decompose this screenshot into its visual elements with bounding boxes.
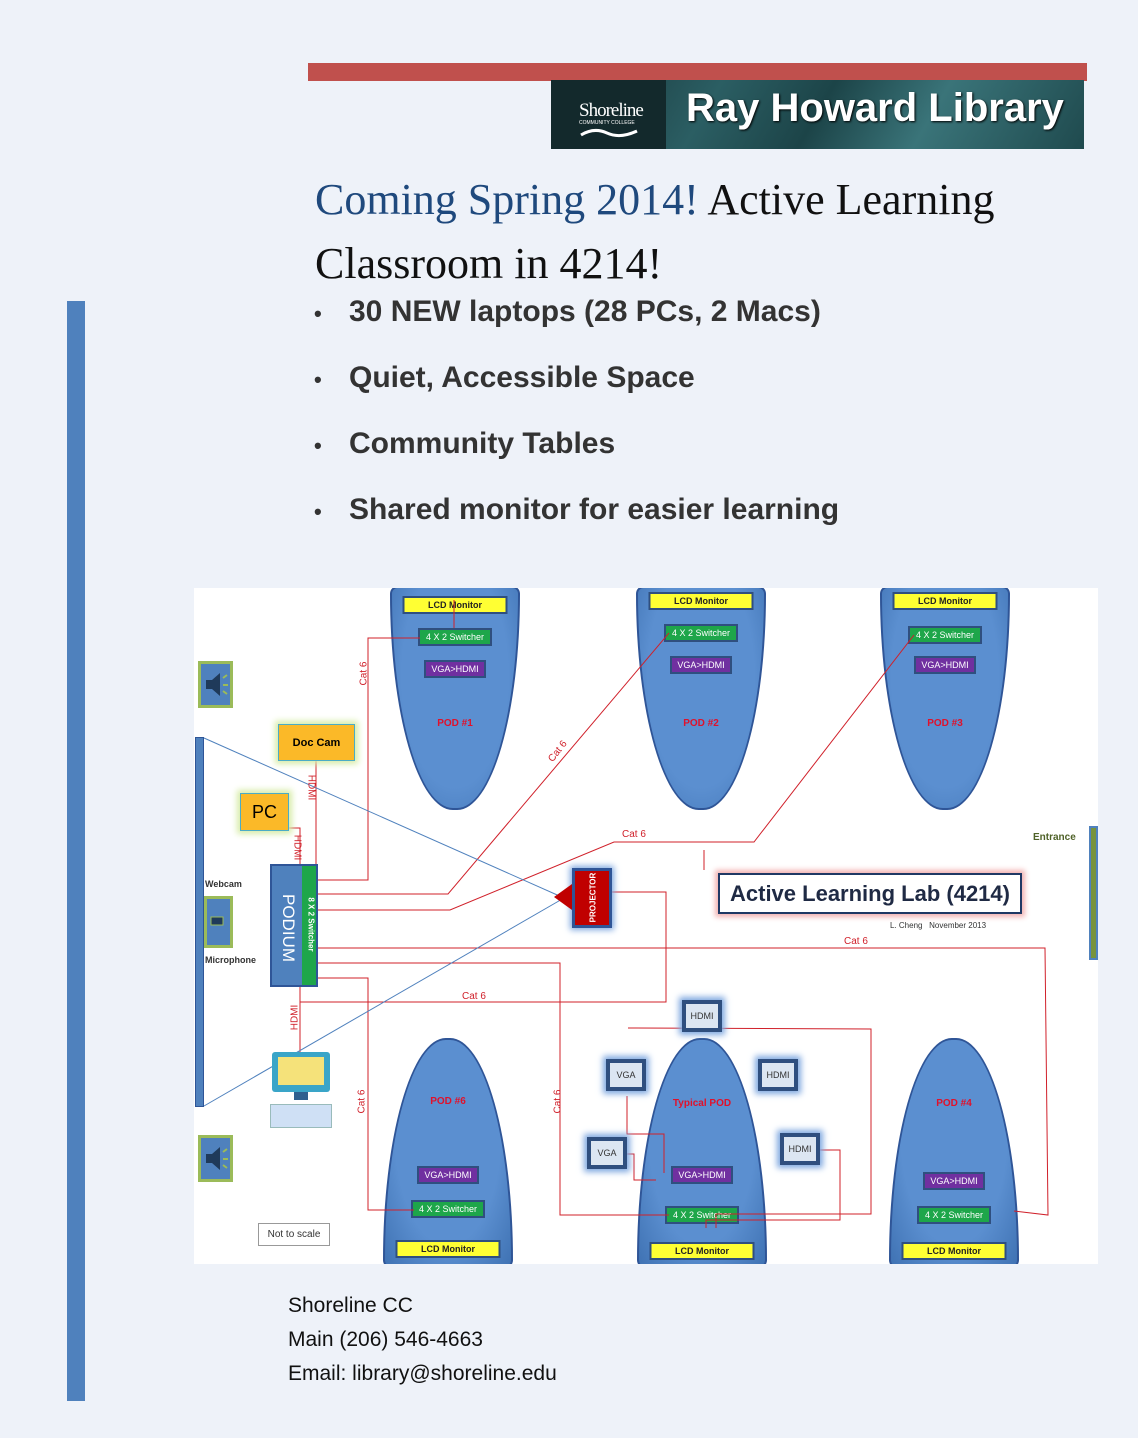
- bullet-item: •Quiet, Accessible Space: [314, 361, 695, 394]
- header-red-bar: [308, 63, 1087, 81]
- diagram-credit: L. Cheng November 2013: [890, 921, 987, 930]
- hdmi-port: HDMI: [780, 1133, 820, 1165]
- hdmi-port: HDMI: [758, 1059, 798, 1091]
- vga-port: VGA: [606, 1059, 646, 1091]
- cable-label: HDMI: [305, 774, 317, 801]
- library-banner: Shoreline COMMUNITY COLLEGE Ray Howard L…: [551, 80, 1084, 149]
- cable-label: Cat 6: [358, 661, 370, 686]
- projector-arrow-icon: [554, 884, 572, 910]
- bullet-item: •Shared monitor for easier learning: [314, 493, 840, 526]
- logo-wave-icon: [580, 128, 638, 138]
- computer-icon: [270, 1052, 332, 1130]
- vga-port: VGA: [587, 1137, 627, 1169]
- doc-cam: Doc Cam: [278, 724, 355, 761]
- shoreline-logo: Shoreline COMMUNITY COLLEGE: [551, 80, 666, 149]
- cable-label: HDMI: [289, 1004, 301, 1031]
- speaker-icon: [198, 1135, 233, 1182]
- pc: PC: [240, 793, 289, 831]
- classroom-diagram: LCD Monitor 4 X 2 Switcher VGA>HDMI POD …: [194, 588, 1098, 1264]
- entrance-door: [1089, 826, 1098, 960]
- banner-title: Ray Howard Library: [686, 86, 1064, 130]
- title-highlight: Coming Spring 2014!: [315, 175, 699, 224]
- webcam-label: Webcam: [205, 879, 242, 889]
- cable-label: Cat 6: [622, 829, 646, 840]
- cable-label: Cat 6: [844, 936, 868, 947]
- contact-footer: Shoreline CC Main (206) 546-4663 Email: …: [288, 1289, 557, 1391]
- entrance-label: Entrance: [1033, 832, 1076, 843]
- page-title: Coming Spring 2014! Active Learning Clas…: [315, 168, 1075, 296]
- diagram-title: Active Learning Lab (4214): [718, 873, 1022, 914]
- footer-name: Shoreline CC: [288, 1294, 413, 1317]
- hdmi-port: HDMI: [682, 1000, 722, 1032]
- left-accent-bar: [67, 301, 85, 1401]
- title-rest: Active Learning Classroom in 4214!: [315, 175, 995, 288]
- webcam-icon: [204, 896, 233, 948]
- footer-email[interactable]: Email: library@shoreline.edu: [288, 1362, 557, 1385]
- bullet-item: •Community Tables: [314, 427, 616, 460]
- not-to-scale-label: Not to scale: [258, 1223, 330, 1246]
- footer-phone: Main (206) 546-4663: [288, 1328, 483, 1351]
- bullet-item: •30 NEW laptops (28 PCs, 2 Macs): [314, 295, 821, 328]
- podium: PODIUM 8 X 2 Switcher: [270, 864, 318, 987]
- cable-label: Cat 6: [552, 1089, 564, 1114]
- microphone-label: Microphone: [205, 955, 256, 965]
- logo-subtext: COMMUNITY COLLEGE: [579, 120, 635, 126]
- logo-text: Shoreline: [579, 100, 644, 121]
- cable-label: Cat 6: [356, 1089, 368, 1114]
- cable-lines: [203, 600, 1049, 1228]
- podium-switcher: 8 X 2 Switcher: [302, 866, 316, 985]
- projector: PROJECTOR: [572, 868, 612, 928]
- speaker-icon: [198, 661, 233, 708]
- cable-label: HDMI: [291, 834, 303, 861]
- front-wall-screen: [195, 737, 204, 1107]
- cable-label: Cat 6: [462, 991, 486, 1002]
